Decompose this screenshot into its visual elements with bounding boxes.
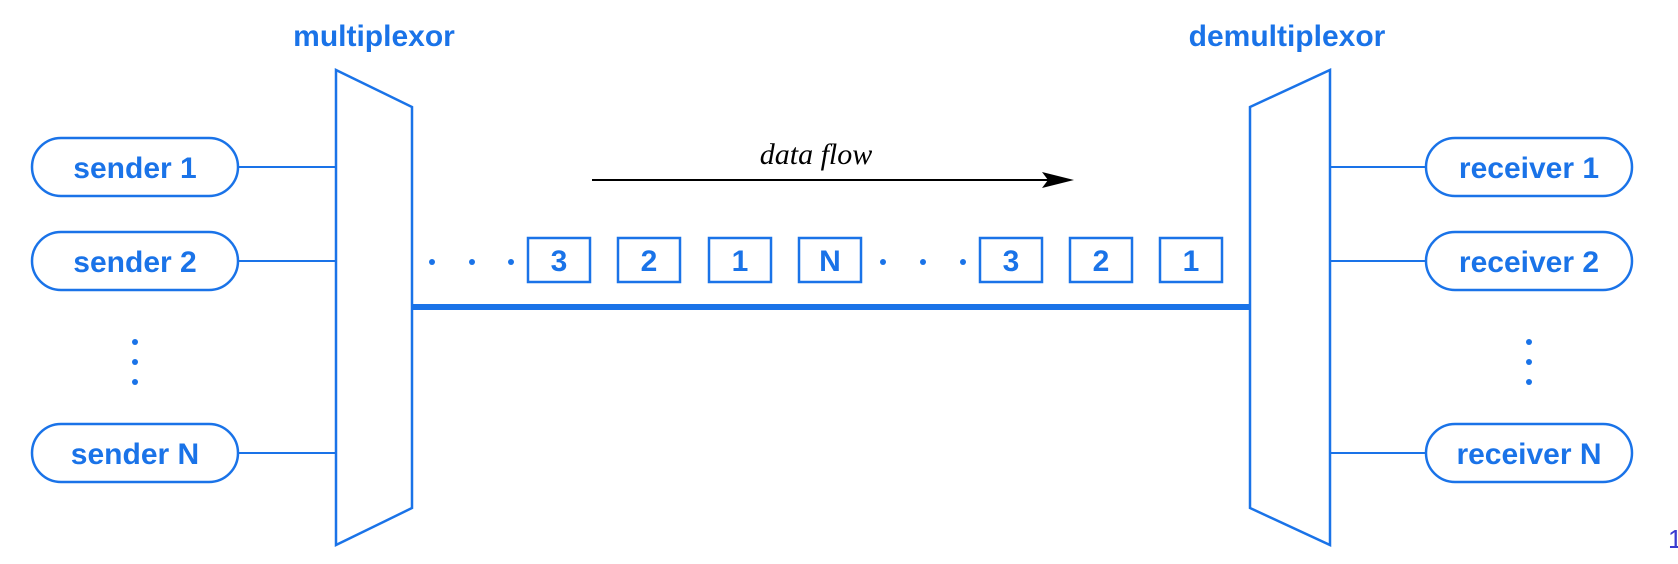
receiver-2-label: receiver 2	[1459, 246, 1599, 279]
demultiplexor-title: demultiplexor	[1189, 20, 1386, 53]
multiplexor-title: multiplexor	[293, 20, 455, 53]
page-number: 1	[1668, 524, 1678, 554]
data-flow-arrowhead	[1042, 172, 1074, 188]
receiver-1: receiver 1	[1424, 136, 1634, 198]
demultiplexor-shape	[1248, 68, 1332, 547]
ellipsis-left	[429, 259, 514, 265]
sender-2: sender 2	[30, 230, 240, 292]
packet-label: 2	[1093, 245, 1110, 278]
sender-n: sender N	[30, 422, 240, 484]
sender-n-label: sender N	[71, 438, 199, 471]
receiver-n-label: receiver N	[1456, 438, 1601, 471]
packet-box: 2	[616, 236, 682, 284]
receiver-n: receiver N	[1424, 422, 1634, 484]
sender-1: sender 1	[30, 136, 240, 198]
receiver-2: receiver 2	[1424, 230, 1634, 292]
packet-box: 3	[978, 236, 1044, 284]
data-flow-label: data flow	[760, 138, 873, 171]
packet-label: 1	[1183, 245, 1200, 278]
packet-box: 2	[1068, 236, 1134, 284]
packet-stream: 3 2 1 N 3 2 1	[429, 236, 1224, 284]
packet-label: N	[819, 245, 841, 278]
sender-2-label: sender 2	[73, 246, 196, 279]
sender-ellipsis	[132, 339, 138, 385]
packet-label: 2	[641, 245, 658, 278]
receiver-1-label: receiver 1	[1459, 152, 1599, 185]
ellipsis-middle	[880, 259, 966, 265]
packet-box: 3	[526, 236, 592, 284]
receiver-ellipsis	[1526, 339, 1532, 385]
sender-1-label: sender 1	[73, 152, 196, 185]
packet-box: 1	[707, 236, 773, 284]
packet-box: N	[797, 236, 863, 284]
multiplexor-shape	[334, 68, 414, 547]
packet-label: 3	[1003, 245, 1020, 278]
packet-box: 1	[1158, 236, 1224, 284]
packet-label: 1	[732, 245, 749, 278]
packet-label: 3	[551, 245, 568, 278]
